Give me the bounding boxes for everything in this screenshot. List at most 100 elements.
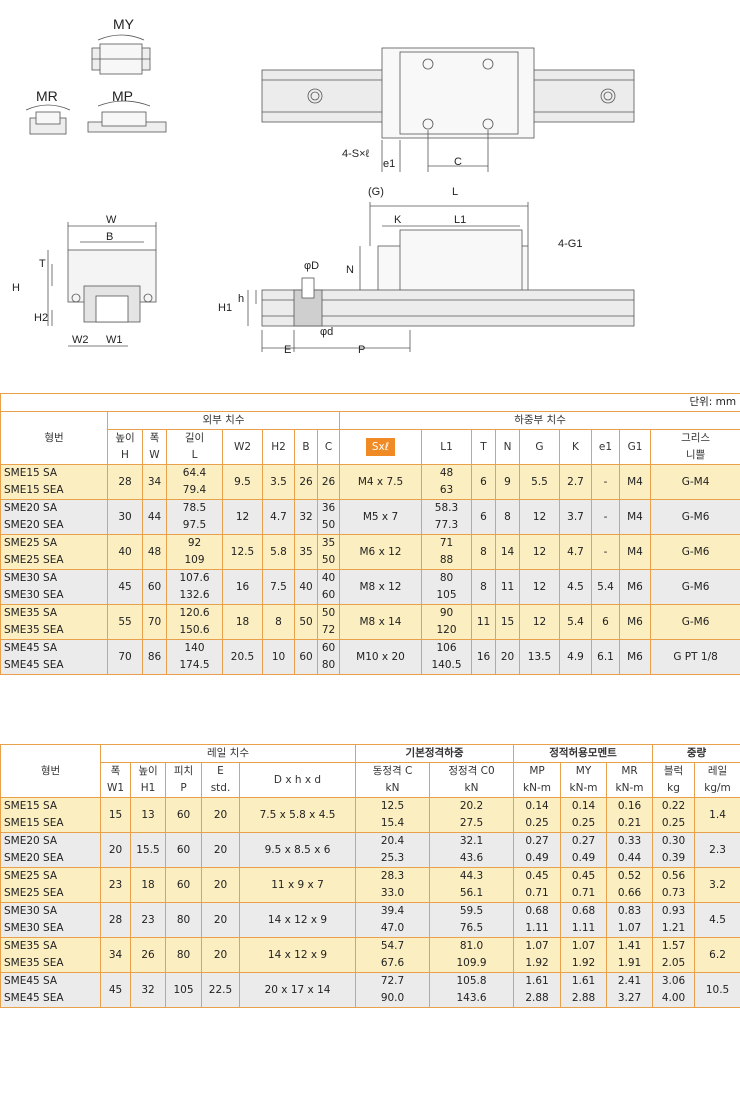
cell-e1: 6.1 [591,639,620,675]
cell-dhd: 14 x 12 x 9 [238,937,357,973]
cell-e: 20 [201,937,240,973]
cell-g: 12 [519,499,560,535]
cell-t: 8 [471,569,496,605]
label-phi-d-small: φd [320,326,334,338]
label-w1: W1 [106,334,123,346]
cell-n: 15 [495,604,520,640]
cell-k: 4.7 [559,534,592,570]
cell-n: 11 [495,569,520,605]
label-p: P [358,344,366,356]
col2-group-rail: 레일 치수 [99,744,357,763]
label-h1: H1 [218,302,233,314]
cell-h1: 13 [130,797,166,833]
cell-h2: 5.8 [262,534,295,570]
col-t: T [471,429,496,465]
cell-h2: 7.5 [262,569,295,605]
cell-h1: 23 [130,902,166,938]
label-h: H [12,282,20,294]
cell-sxl: M6 x 12 [339,534,422,570]
cell-p: 60 [165,867,202,903]
cell-t: 6 [471,464,496,500]
cell-h1: 18 [130,867,166,903]
col-c: C [317,429,340,465]
cell-e1: - [591,534,620,570]
cell-height: 28 [107,464,143,500]
cell-width: 34 [142,464,167,500]
cell-b: 60 [294,639,318,675]
cell-height: 70 [107,639,143,675]
cell-sxl: M8 x 12 [339,569,422,605]
label-b: B [106,231,114,243]
col-k: K [559,429,592,465]
col2-group-basic: 기본정격하중 [355,744,515,763]
cell-height: 30 [107,499,143,535]
cell-rail-weight: 1.4 [694,797,740,833]
cell-dhd: 20 x 17 x 14 [238,972,357,1008]
cell-t: 11 [471,604,496,640]
col-sxl: Sxℓ [339,429,422,465]
label-g: (G) [368,186,384,198]
cell-b: 35 [294,534,318,570]
cell-rail-weight: 2.3 [694,832,740,868]
cell-g1: M6 [619,569,651,605]
cell-h2: 3.5 [262,464,295,500]
cell-w2: 18 [222,604,263,640]
col2-model: 형번 [0,744,101,798]
col2-dhd: D x h x d [238,762,357,798]
cell-grease: G-M6 [649,534,740,570]
cell-w1: 28 [100,902,131,938]
cell-height: 45 [107,569,143,605]
col-model: 형번 [0,411,108,465]
col-e1: e1 [591,429,620,465]
cell-grease: G-M6 [649,569,740,605]
cell-dhd: 7.5 x 5.8 x 4.5 [238,797,357,833]
cell-b: 32 [294,499,318,535]
cell-g: 13.5 [519,639,560,675]
cell-grease: G-M6 [649,499,740,535]
cell-dhd: 11 x 9 x 7 [238,867,357,903]
label-k: K [394,214,402,226]
cell-h2: 8 [262,604,295,640]
moment-my-icon [91,34,151,75]
sxl-highlight: Sxℓ [365,438,396,456]
cell-h1: 15.5 [130,832,166,868]
cell-width: 44 [142,499,167,535]
technical-drawings: MY MR MP 4-S×ℓ e1 C (G) L K L1 4-G1 N W … [0,0,740,385]
col-b: B [294,429,318,465]
